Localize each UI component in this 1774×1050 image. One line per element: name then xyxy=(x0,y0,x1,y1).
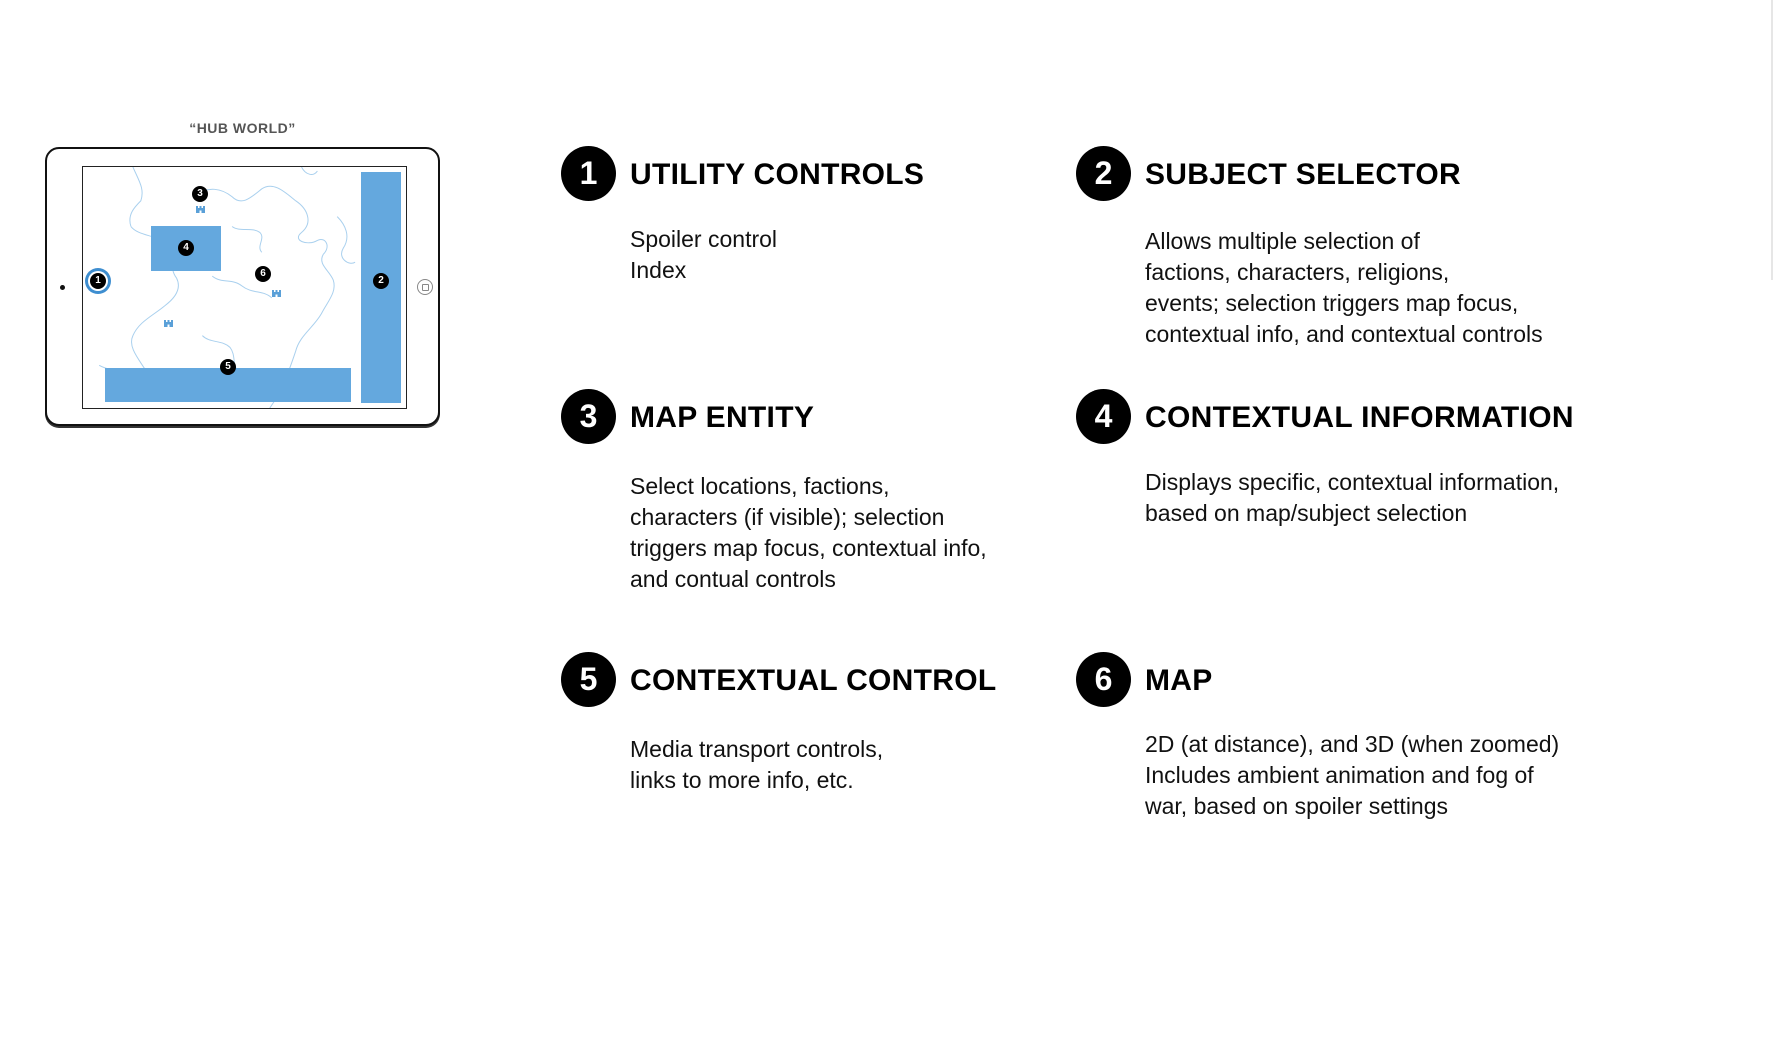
tablet-screen: 1 2 3 4 5 6 xyxy=(82,166,407,409)
description-line: war, based on spoiler settings xyxy=(1145,793,1449,819)
description-line: contextual info, and contextual controls xyxy=(1145,321,1543,347)
description-line: based on map/subject selection xyxy=(1145,500,1468,526)
description-line: and contual controls xyxy=(630,566,836,592)
tablet-wireframe: 1 2 3 4 5 6 xyxy=(45,147,440,426)
item-title: UTILITY CONTROLS xyxy=(630,158,925,191)
badge-contextual-control: 5 xyxy=(220,359,236,375)
castle-icon xyxy=(272,290,281,297)
item-title: MAP xyxy=(1145,664,1213,697)
hub-world-label: “HUB WORLD” xyxy=(189,120,296,136)
description-line: 2D (at distance), and 3D (when zoomed) xyxy=(1145,731,1560,757)
description-line: Media transport controls, xyxy=(630,736,884,762)
item-title: CONTEXTUAL CONTROL xyxy=(630,664,997,697)
badge-map: 6 xyxy=(255,266,271,282)
castle-icon xyxy=(196,206,205,213)
description-line: links to more info, etc. xyxy=(630,767,854,793)
description-line: characters (if visible); selection xyxy=(630,504,945,530)
badge-contextual-information: 4 xyxy=(178,240,194,256)
number-badge: 4 xyxy=(1076,389,1131,444)
description-line: Displays specific, contextual informatio… xyxy=(1145,469,1560,495)
description-line: Spoiler control xyxy=(630,226,778,252)
home-button-icon xyxy=(417,279,433,295)
badge-subject-selector: 2 xyxy=(373,273,389,289)
number-badge: 2 xyxy=(1076,146,1131,201)
page-edge-divider xyxy=(1771,0,1773,280)
description-line: factions, characters, religions, xyxy=(1145,259,1450,285)
item-description: 2D (at distance), and 3D (when zoomed) I… xyxy=(1145,729,1559,822)
item-description: Allows multiple selection of factions, c… xyxy=(1145,226,1543,350)
item-description: Displays specific, contextual informatio… xyxy=(1145,467,1559,529)
description-line: Allows multiple selection of xyxy=(1145,228,1420,254)
badge-map-entity: 3 xyxy=(192,186,208,202)
item-description: Media transport controls, links to more … xyxy=(630,734,883,796)
description-line: Select locations, factions, xyxy=(630,473,890,499)
item-description: Select locations, factions, characters (… xyxy=(630,471,987,595)
number-badge: 3 xyxy=(561,389,616,444)
description-line: triggers map focus, contextual info, xyxy=(630,535,987,561)
item-description: Spoiler control Index xyxy=(630,224,777,286)
camera-icon xyxy=(60,285,65,290)
item-title: SUBJECT SELECTOR xyxy=(1145,158,1461,191)
castle-icon xyxy=(164,320,173,327)
number-badge: 5 xyxy=(561,652,616,707)
description-line: Includes ambient animation and fog of xyxy=(1145,762,1534,788)
badge-utility-controls: 1 xyxy=(90,273,106,289)
description-line: Index xyxy=(630,257,687,283)
number-badge: 1 xyxy=(561,146,616,201)
item-title: MAP ENTITY xyxy=(630,401,815,434)
description-line: events; selection triggers map focus, xyxy=(1145,290,1519,316)
item-title: CONTEXTUAL INFORMATION xyxy=(1145,401,1574,434)
number-badge: 6 xyxy=(1076,652,1131,707)
